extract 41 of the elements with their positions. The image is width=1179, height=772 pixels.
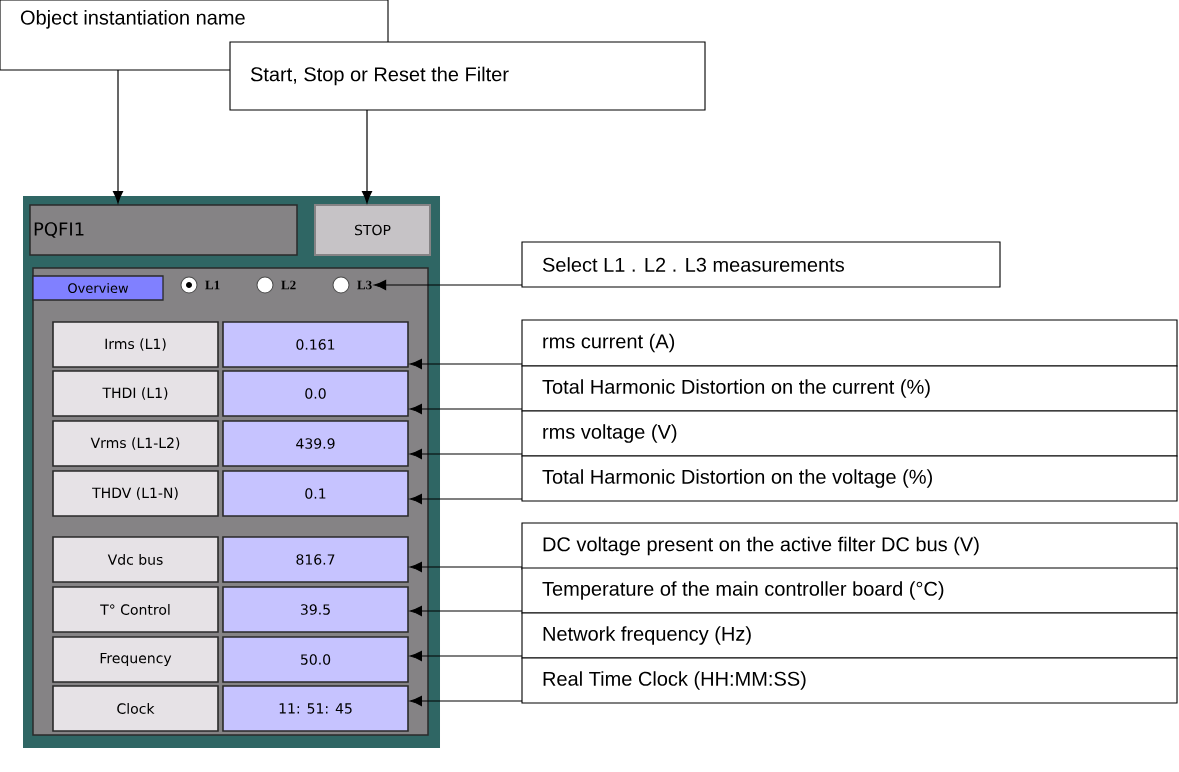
arrow xyxy=(409,696,523,707)
measurement-value: 39.5 xyxy=(222,586,409,633)
measurement-name: Irms (L1) xyxy=(52,321,219,368)
arrow xyxy=(361,109,373,204)
measurement-name: T° Control xyxy=(52,586,219,633)
callout-box: Select L1 . L2 . L3 measurements xyxy=(521,241,1001,288)
radio-group: L1 L2 L3 xyxy=(205,280,372,290)
name-field: PQFI1 xyxy=(29,204,298,256)
callout-box: Network frequency (Hz) xyxy=(521,612,1178,659)
measurement-value: 0.161 xyxy=(222,321,409,368)
callout-box: DC voltage present on the active filter DC bus (V) xyxy=(521,522,1178,570)
measurement-value: 439.9 xyxy=(222,420,409,467)
measurement-name: Vdc bus xyxy=(52,536,219,583)
arrow xyxy=(409,606,523,617)
arrow xyxy=(373,279,523,291)
overview-tab: Overview xyxy=(32,275,164,301)
arrow xyxy=(409,358,523,370)
callout-box: Real Time Clock (HH:MM:SS) xyxy=(521,657,1178,704)
measurement-name: Vrms (L1-L2) xyxy=(52,420,219,467)
arrow xyxy=(112,69,124,204)
arrow xyxy=(409,562,523,573)
callout-box: Start, Stop or Reset the Filter xyxy=(229,41,706,111)
measurement-value: 50.0 xyxy=(222,636,409,683)
measurement-value: 11: 51: 45 xyxy=(222,685,409,732)
measurement-name: Clock xyxy=(52,685,219,732)
arrow xyxy=(409,493,523,505)
arrow xyxy=(409,403,523,415)
callout-box: Temperature of the main controller board (°C) xyxy=(521,567,1178,614)
callout-box: Total Harmonic Distortion on the current (%) xyxy=(521,365,1178,412)
stop-button: STOP xyxy=(314,204,431,256)
measurement-value: 816.7 xyxy=(222,536,409,583)
callout-box: rms voltage (V) xyxy=(521,410,1178,457)
callout-box: Total Harmonic Distortion on the voltage (%) xyxy=(521,455,1178,502)
arrow xyxy=(409,651,523,662)
measurement-name: Frequency xyxy=(52,636,219,683)
measurement-value: 0.0 xyxy=(222,370,409,417)
measurement-name: THDI (L1) xyxy=(52,370,219,417)
callout-box: rms current (A) xyxy=(521,319,1178,367)
arrow xyxy=(409,448,523,460)
measurement-value: 0.1 xyxy=(222,470,409,517)
measurement-name: THDV (L1-N) xyxy=(52,470,219,517)
